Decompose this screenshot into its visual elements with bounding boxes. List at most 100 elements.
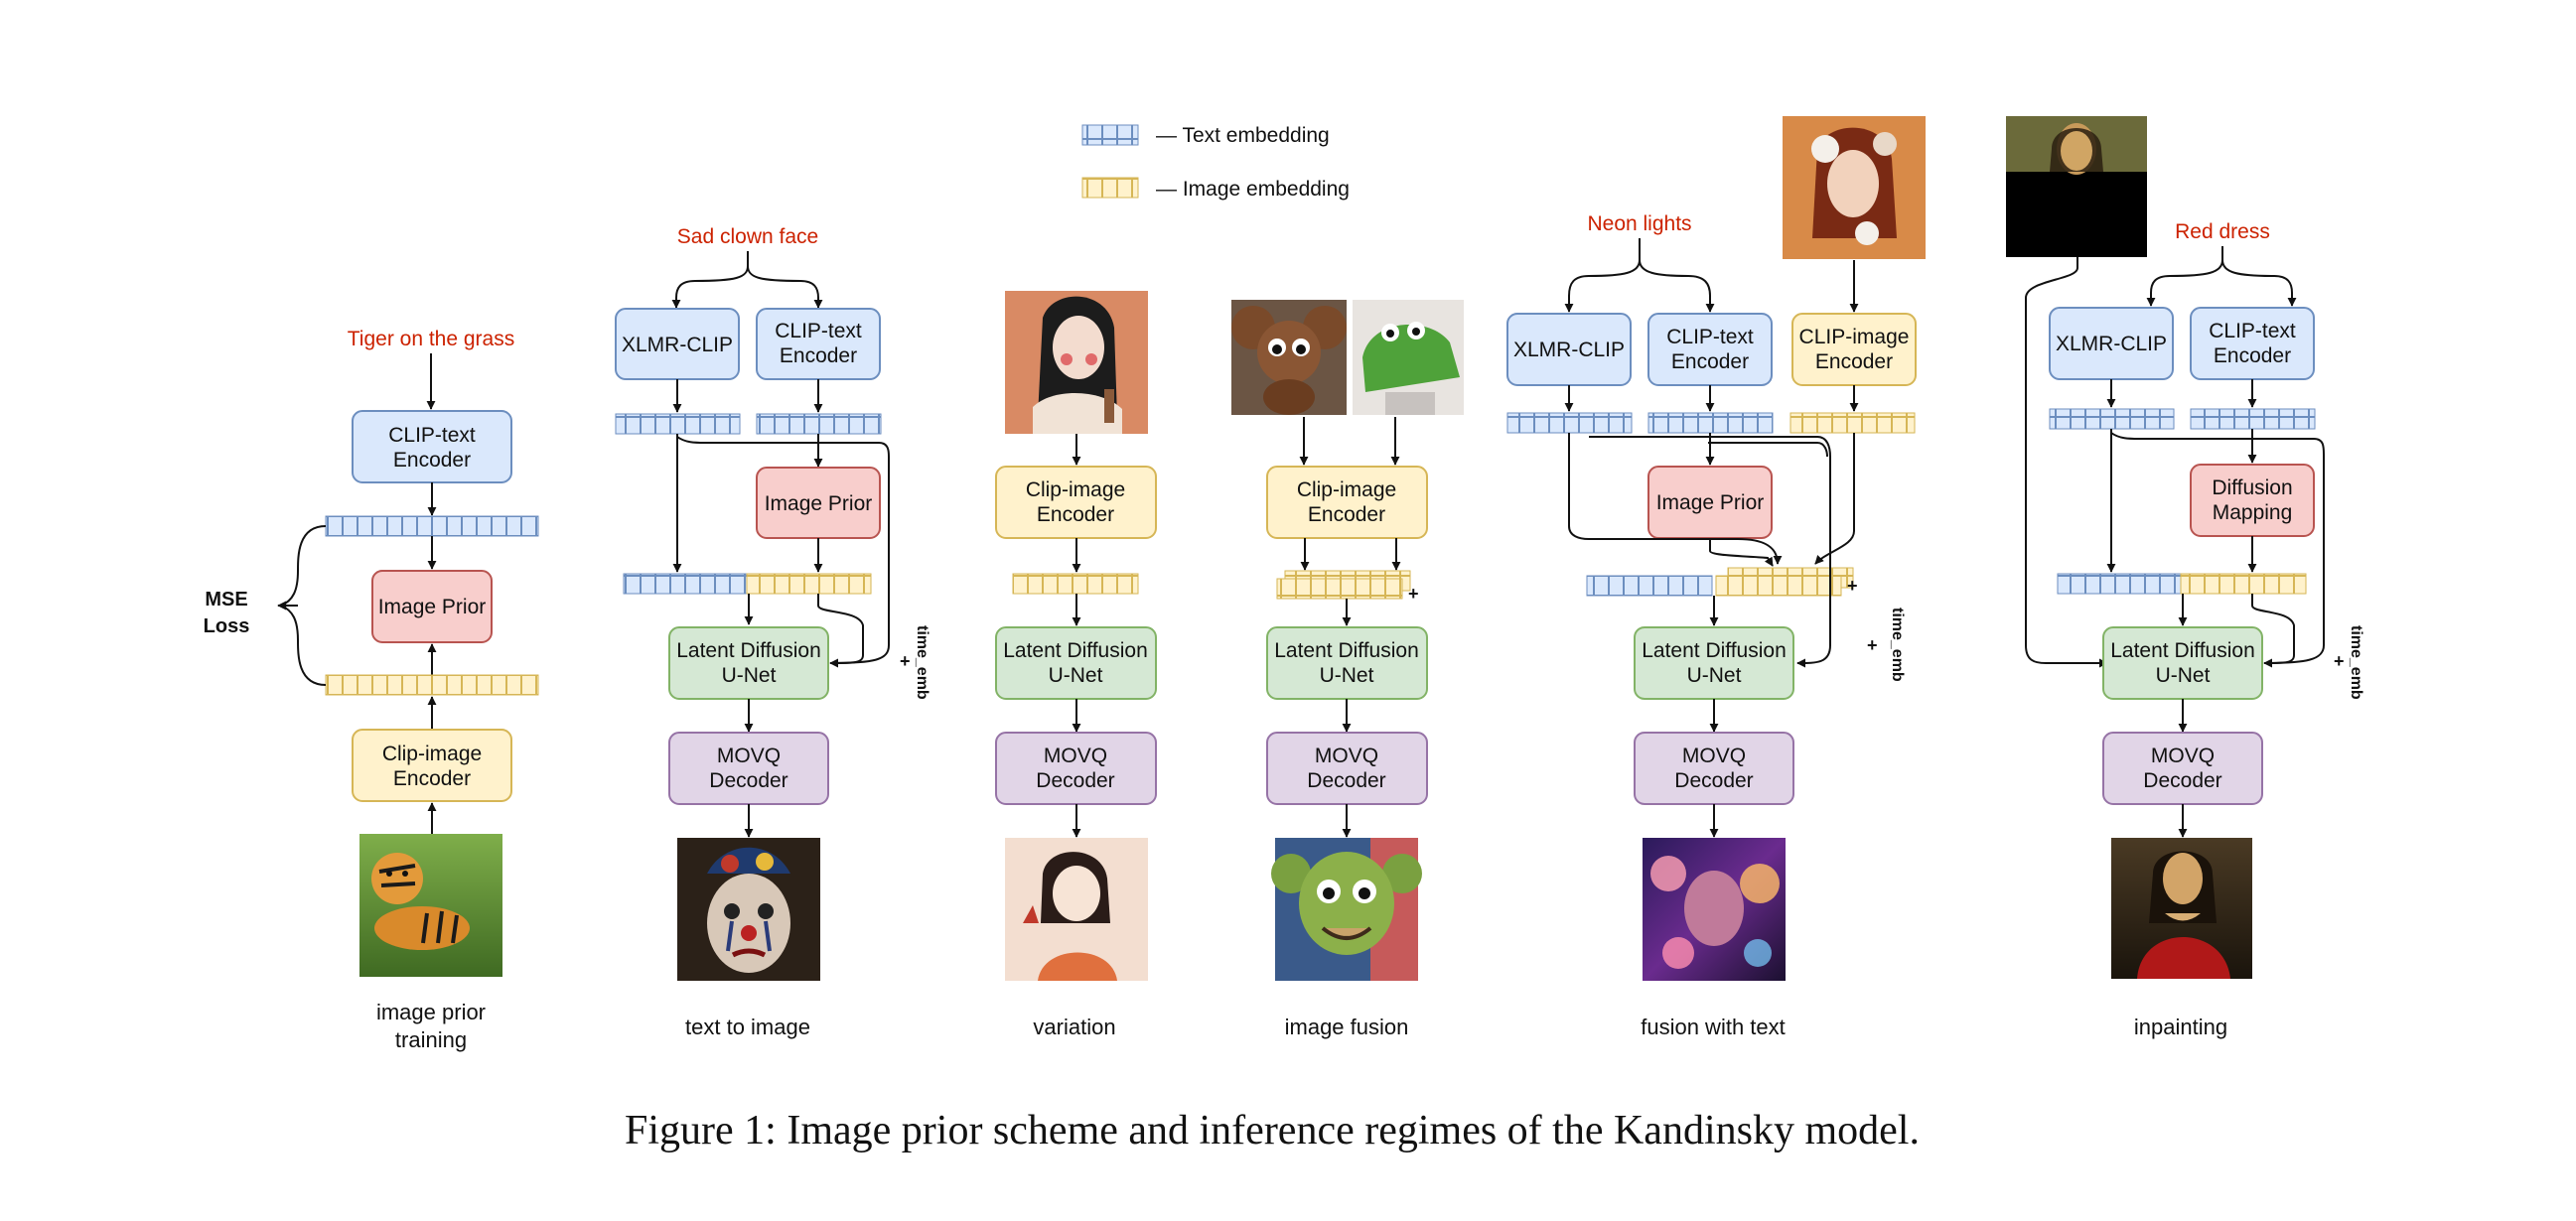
time-emb-label: time_emb <box>1889 608 1906 682</box>
legend: — Text embedding — Image embedding <box>1081 124 1350 201</box>
image-embedding-bar-front <box>1276 578 1403 600</box>
image-embedding-bar <box>1012 573 1139 595</box>
image-prior-box <box>371 570 493 643</box>
xlmr-embedding-bar <box>615 413 741 435</box>
latent-diffusion-unet-box <box>668 626 829 700</box>
box-label: CLIP-text <box>1666 326 1754 348</box>
plus-sign: + <box>1847 576 1858 596</box>
box-label: XLMR-CLIP <box>2056 333 2167 355</box>
fused-creature-image <box>1271 838 1422 981</box>
crocodile-image <box>1353 300 1464 415</box>
prompt-text: Neon lights <box>1587 212 1691 235</box>
plus-sign: + <box>1408 584 1419 604</box>
image-embedding-bar-front <box>1715 575 1842 597</box>
box-label: CLIP-text <box>388 424 476 447</box>
box-label: Encoder <box>1815 350 1893 373</box>
legend-image-label: — Image embedding <box>1156 178 1350 201</box>
box-label: MOVQ <box>2151 745 2215 767</box>
box-label: Decoder <box>1674 769 1753 792</box>
masked-mona-lisa-image <box>2006 116 2147 257</box>
box-label: CLIP-text <box>775 320 862 342</box>
figure-caption: Figure 1: Image prior scheme and inferen… <box>625 1108 1920 1153</box>
panel-caption: image prior <box>376 1000 486 1024</box>
xlmr-embedding-bar <box>1506 412 1633 434</box>
box-label: U-Net <box>2156 664 2211 687</box>
box-label: Encoder <box>393 767 471 790</box>
legend-text-swatch <box>1081 124 1139 146</box>
box-label: Latent Diffusion <box>2110 639 2255 662</box>
panel-caption: image fusion <box>1285 1015 1409 1039</box>
latent-diffusion-unet-box <box>995 626 1157 700</box>
woman-illustration-output <box>1005 838 1148 981</box>
clip-image-encoder-box <box>1266 466 1428 539</box>
panel-caption: text to image <box>685 1015 810 1039</box>
time-emb-label: time_emb <box>914 625 930 700</box>
mona-lisa-red-dress-image <box>2111 838 2252 979</box>
movq-decoder-box <box>668 732 829 805</box>
neon-portrait-image <box>1643 838 1786 981</box>
box-label: Latent Diffusion <box>1274 639 1419 662</box>
box-label: XLMR-CLIP <box>1513 339 1625 361</box>
diffusion-mapping-box <box>2190 464 2315 537</box>
box-label: Latent Diffusion <box>1642 639 1787 662</box>
panel-caption: inpainting <box>2134 1015 2227 1039</box>
text-embedding-bar <box>2057 573 2182 595</box>
box-label: Encoder <box>1308 503 1385 526</box>
woman-illustration-input <box>1005 291 1148 434</box>
box-label: U-Net <box>1320 664 1374 687</box>
box-label: Clip-image <box>1297 478 1396 501</box>
box-label: XLMR-CLIP <box>622 334 733 356</box>
clip-text-encoder-box <box>352 410 512 483</box>
plus-sign: + <box>1867 635 1878 655</box>
image-embedding-bar <box>746 573 872 595</box>
clip-text-embedding-bar <box>1647 412 1774 434</box>
clown-face-image <box>677 838 820 981</box>
text-embedding-bar <box>623 573 748 595</box>
box-label: Encoder <box>1671 350 1749 373</box>
plus-sign: + <box>900 651 911 671</box>
clip-text-embedding-bar <box>756 413 882 435</box>
latent-diffusion-unet-box <box>2102 626 2263 700</box>
box-label: Decoder <box>1036 769 1114 792</box>
panel-caption: variation <box>1033 1015 1115 1039</box>
clip-image-encoder-box <box>995 466 1157 539</box>
box-label: CLIP-image <box>1799 326 1910 348</box>
box-label: Decoder <box>709 769 787 792</box>
movq-decoder-box <box>2102 732 2263 805</box>
mse-loss-label: MSE <box>205 589 247 610</box>
box-label: Encoder <box>1037 503 1114 526</box>
movq-decoder-box <box>1634 732 1794 805</box>
box-label: MOVQ <box>717 745 781 767</box>
box-label: MOVQ <box>1315 745 1378 767</box>
box-label: Image Prior <box>378 596 487 618</box>
latent-diffusion-unet-box <box>1266 626 1428 700</box>
movq-decoder-box <box>995 732 1157 805</box>
box-label: Diffusion <box>2212 476 2292 499</box>
box-label: Encoder <box>393 449 471 472</box>
prompt-text: Sad clown face <box>677 225 818 248</box>
image-embedding-bar <box>2180 573 2307 595</box>
plus-sign: + <box>2334 651 2345 671</box>
